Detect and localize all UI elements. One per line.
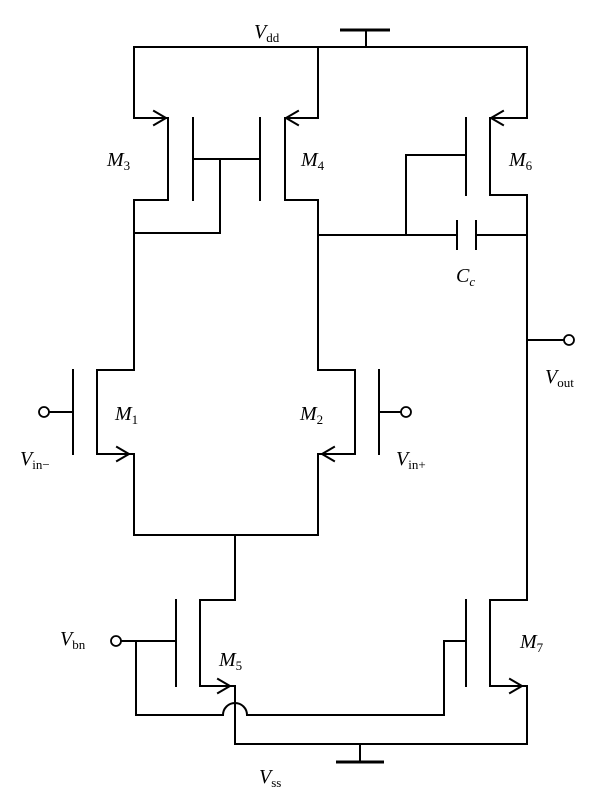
vin-plus-label: Vin+ [396, 448, 426, 472]
m2-label: M2 [300, 403, 324, 427]
vout-label: Vout [545, 366, 574, 390]
tail-node [133, 534, 319, 601]
m6-label: M6 [509, 149, 533, 173]
transistor-m6 [405, 46, 528, 236]
bias-line [135, 640, 467, 717]
m4-label: M4 [301, 149, 325, 173]
m1-label: M1 [115, 403, 139, 427]
vbn-label: Vbn [60, 628, 86, 652]
vss-label: Vss [259, 766, 282, 790]
vdd-label: Vdd [254, 21, 280, 45]
mirror-gate-wire [133, 158, 261, 234]
m5-label: M5 [219, 649, 243, 673]
transistor-m3 [133, 46, 194, 234]
transistor-m7 [465, 599, 528, 745]
m7-label: M7 [520, 631, 544, 655]
transistor-m4 [259, 46, 319, 234]
vdd-rail [133, 28, 528, 48]
transistor-m2 [317, 232, 412, 536]
vss-rail [234, 743, 528, 764]
cc-label: Cc [456, 265, 476, 289]
vin-minus-label: Vin− [20, 448, 50, 472]
compensation-capacitor [317, 220, 528, 250]
output-node [526, 234, 575, 601]
transistor-m5 [110, 599, 236, 745]
transistor-m1 [38, 232, 135, 536]
m3-label: M3 [107, 149, 131, 173]
